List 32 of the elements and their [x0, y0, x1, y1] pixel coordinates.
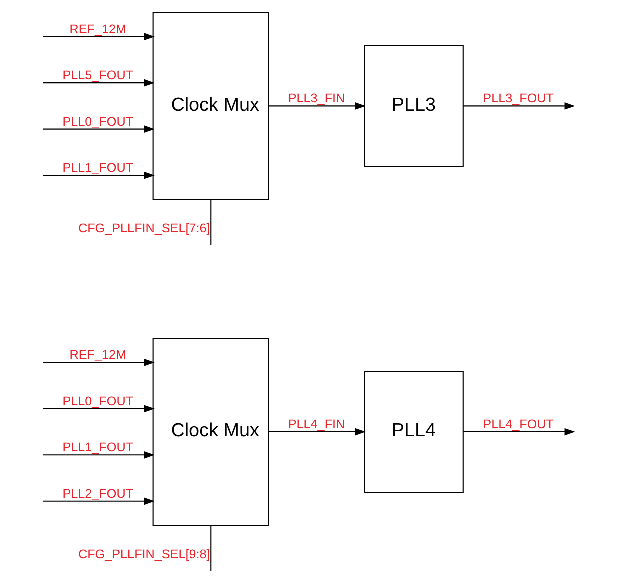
arrow — [43, 405, 155, 413]
arrow — [43, 172, 155, 180]
edge-label: CFG_PLLFIN_SEL[9:8] — [78, 548, 210, 562]
edge-label: PLL2_FOUT — [62, 486, 134, 501]
edge-label: PLL1_FOUT — [62, 440, 134, 455]
arrow — [464, 428, 576, 436]
node-box: PLL3 — [364, 45, 464, 168]
arrow — [43, 126, 155, 133]
edge-label: PLL3_FIN — [288, 92, 346, 106]
arrow — [43, 451, 155, 459]
edge-label: PLL5_FOUT — [62, 68, 134, 83]
arrow — [269, 102, 366, 110]
arrow — [43, 79, 155, 87]
connector — [210, 526, 212, 572]
edge-label: REF_12M — [70, 348, 127, 362]
arrow — [269, 428, 366, 436]
node-box: PLL4 — [364, 371, 464, 493]
arrow — [43, 498, 155, 506]
arrow — [43, 358, 155, 366]
node-box: Clock Mux — [152, 338, 270, 526]
edge-label: REF_12M — [70, 22, 127, 36]
arrow — [43, 33, 155, 41]
edge-label: PLL3_FOUT — [483, 92, 554, 106]
edge-label: PLL4_FOUT — [483, 417, 554, 432]
connector — [210, 200, 212, 246]
edge-label: CFG_PLLFIN_SEL[7:6] — [78, 222, 210, 236]
edge-label: PLL1_FOUT — [62, 160, 134, 175]
arrow — [464, 102, 576, 110]
edge-label: PLL0_FOUT — [62, 114, 134, 129]
node-box: Clock Mux — [152, 12, 270, 200]
edge-label: PLL4_FIN — [288, 417, 346, 432]
edge-label: PLL0_FOUT — [62, 394, 134, 408]
